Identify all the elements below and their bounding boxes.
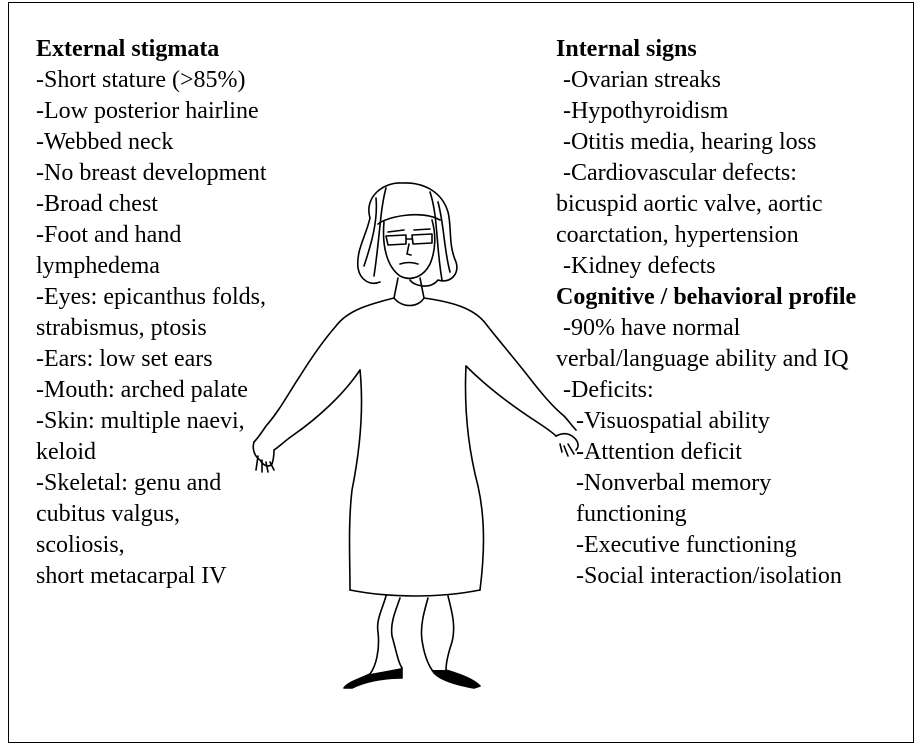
- internal-signs-list: Internal signs -Ovarian streaks -Hypothy…: [556, 34, 856, 592]
- list-item: -Visuospatial ability: [556, 406, 856, 437]
- list-item: -Skeletal: genu and: [36, 468, 267, 499]
- eyebrows: [388, 229, 430, 232]
- external-stigmata-heading: External stigmata: [36, 34, 267, 65]
- woman-figure-illustration: [252, 180, 582, 690]
- dress-body: [350, 366, 484, 590]
- right-leg: [421, 596, 453, 670]
- list-item: functioning: [556, 499, 856, 530]
- nose: [407, 244, 411, 255]
- list-item: cubitus valgus,: [36, 499, 267, 530]
- dress-neckline: [394, 298, 424, 306]
- list-item: keloid: [36, 437, 267, 468]
- neck: [394, 278, 424, 298]
- left-hand: [253, 442, 274, 472]
- list-item: -Hypothyroidism: [556, 96, 856, 127]
- list-item: -Deficits:: [556, 375, 856, 406]
- dress-outline: [254, 298, 564, 442]
- external-stigmata-list: External stigmata -Short stature (>85%) …: [36, 34, 267, 592]
- list-item: -Low posterior hairline: [36, 96, 267, 127]
- list-item: -Short stature (>85%): [36, 65, 267, 96]
- list-item: -Ovarian streaks: [556, 65, 856, 96]
- list-item: -No breast development: [36, 158, 267, 189]
- list-item: -Executive functioning: [556, 530, 856, 561]
- list-item: coarctation, hypertension: [556, 220, 856, 251]
- list-item: -Skin: multiple naevi,: [36, 406, 267, 437]
- list-item: -Mouth: arched palate: [36, 375, 267, 406]
- list-item: lymphedema: [36, 251, 267, 282]
- list-item: -Cardiovascular defects:: [556, 158, 856, 189]
- list-item: scoliosis,: [36, 530, 267, 561]
- cognitive-profile-heading: Cognitive / behavioral profile: [556, 282, 856, 313]
- list-item: bicuspid aortic valve, aortic: [556, 189, 856, 220]
- list-item: strabismus, ptosis: [36, 313, 267, 344]
- list-item: -Nonverbal memory: [556, 468, 856, 499]
- list-item: short metacarpal IV: [36, 561, 267, 592]
- left-leg: [370, 596, 402, 674]
- internal-signs-heading: Internal signs: [556, 34, 856, 65]
- hair-strands: [364, 188, 450, 280]
- arms-inner: [274, 366, 556, 450]
- mouth: [400, 263, 418, 265]
- right-shoe: [432, 670, 480, 688]
- dress-hem: [350, 590, 480, 596]
- list-item: -Broad chest: [36, 189, 267, 220]
- list-item: -Foot and hand: [36, 220, 267, 251]
- list-item: -90% have normal: [556, 313, 856, 344]
- list-item: -Eyes: epicanthus folds,: [36, 282, 267, 313]
- list-item: -Kidney defects: [556, 251, 856, 282]
- list-item: -Otitis media, hearing loss: [556, 127, 856, 158]
- left-shoe: [344, 668, 402, 688]
- right-hand: [556, 416, 578, 456]
- list-item: -Attention deficit: [556, 437, 856, 468]
- list-item: -Social interaction/isolation: [556, 561, 856, 592]
- list-item: -Ears: low set ears: [36, 344, 267, 375]
- list-item: -Webbed neck: [36, 127, 267, 158]
- list-item: verbal/language ability and IQ: [556, 344, 856, 375]
